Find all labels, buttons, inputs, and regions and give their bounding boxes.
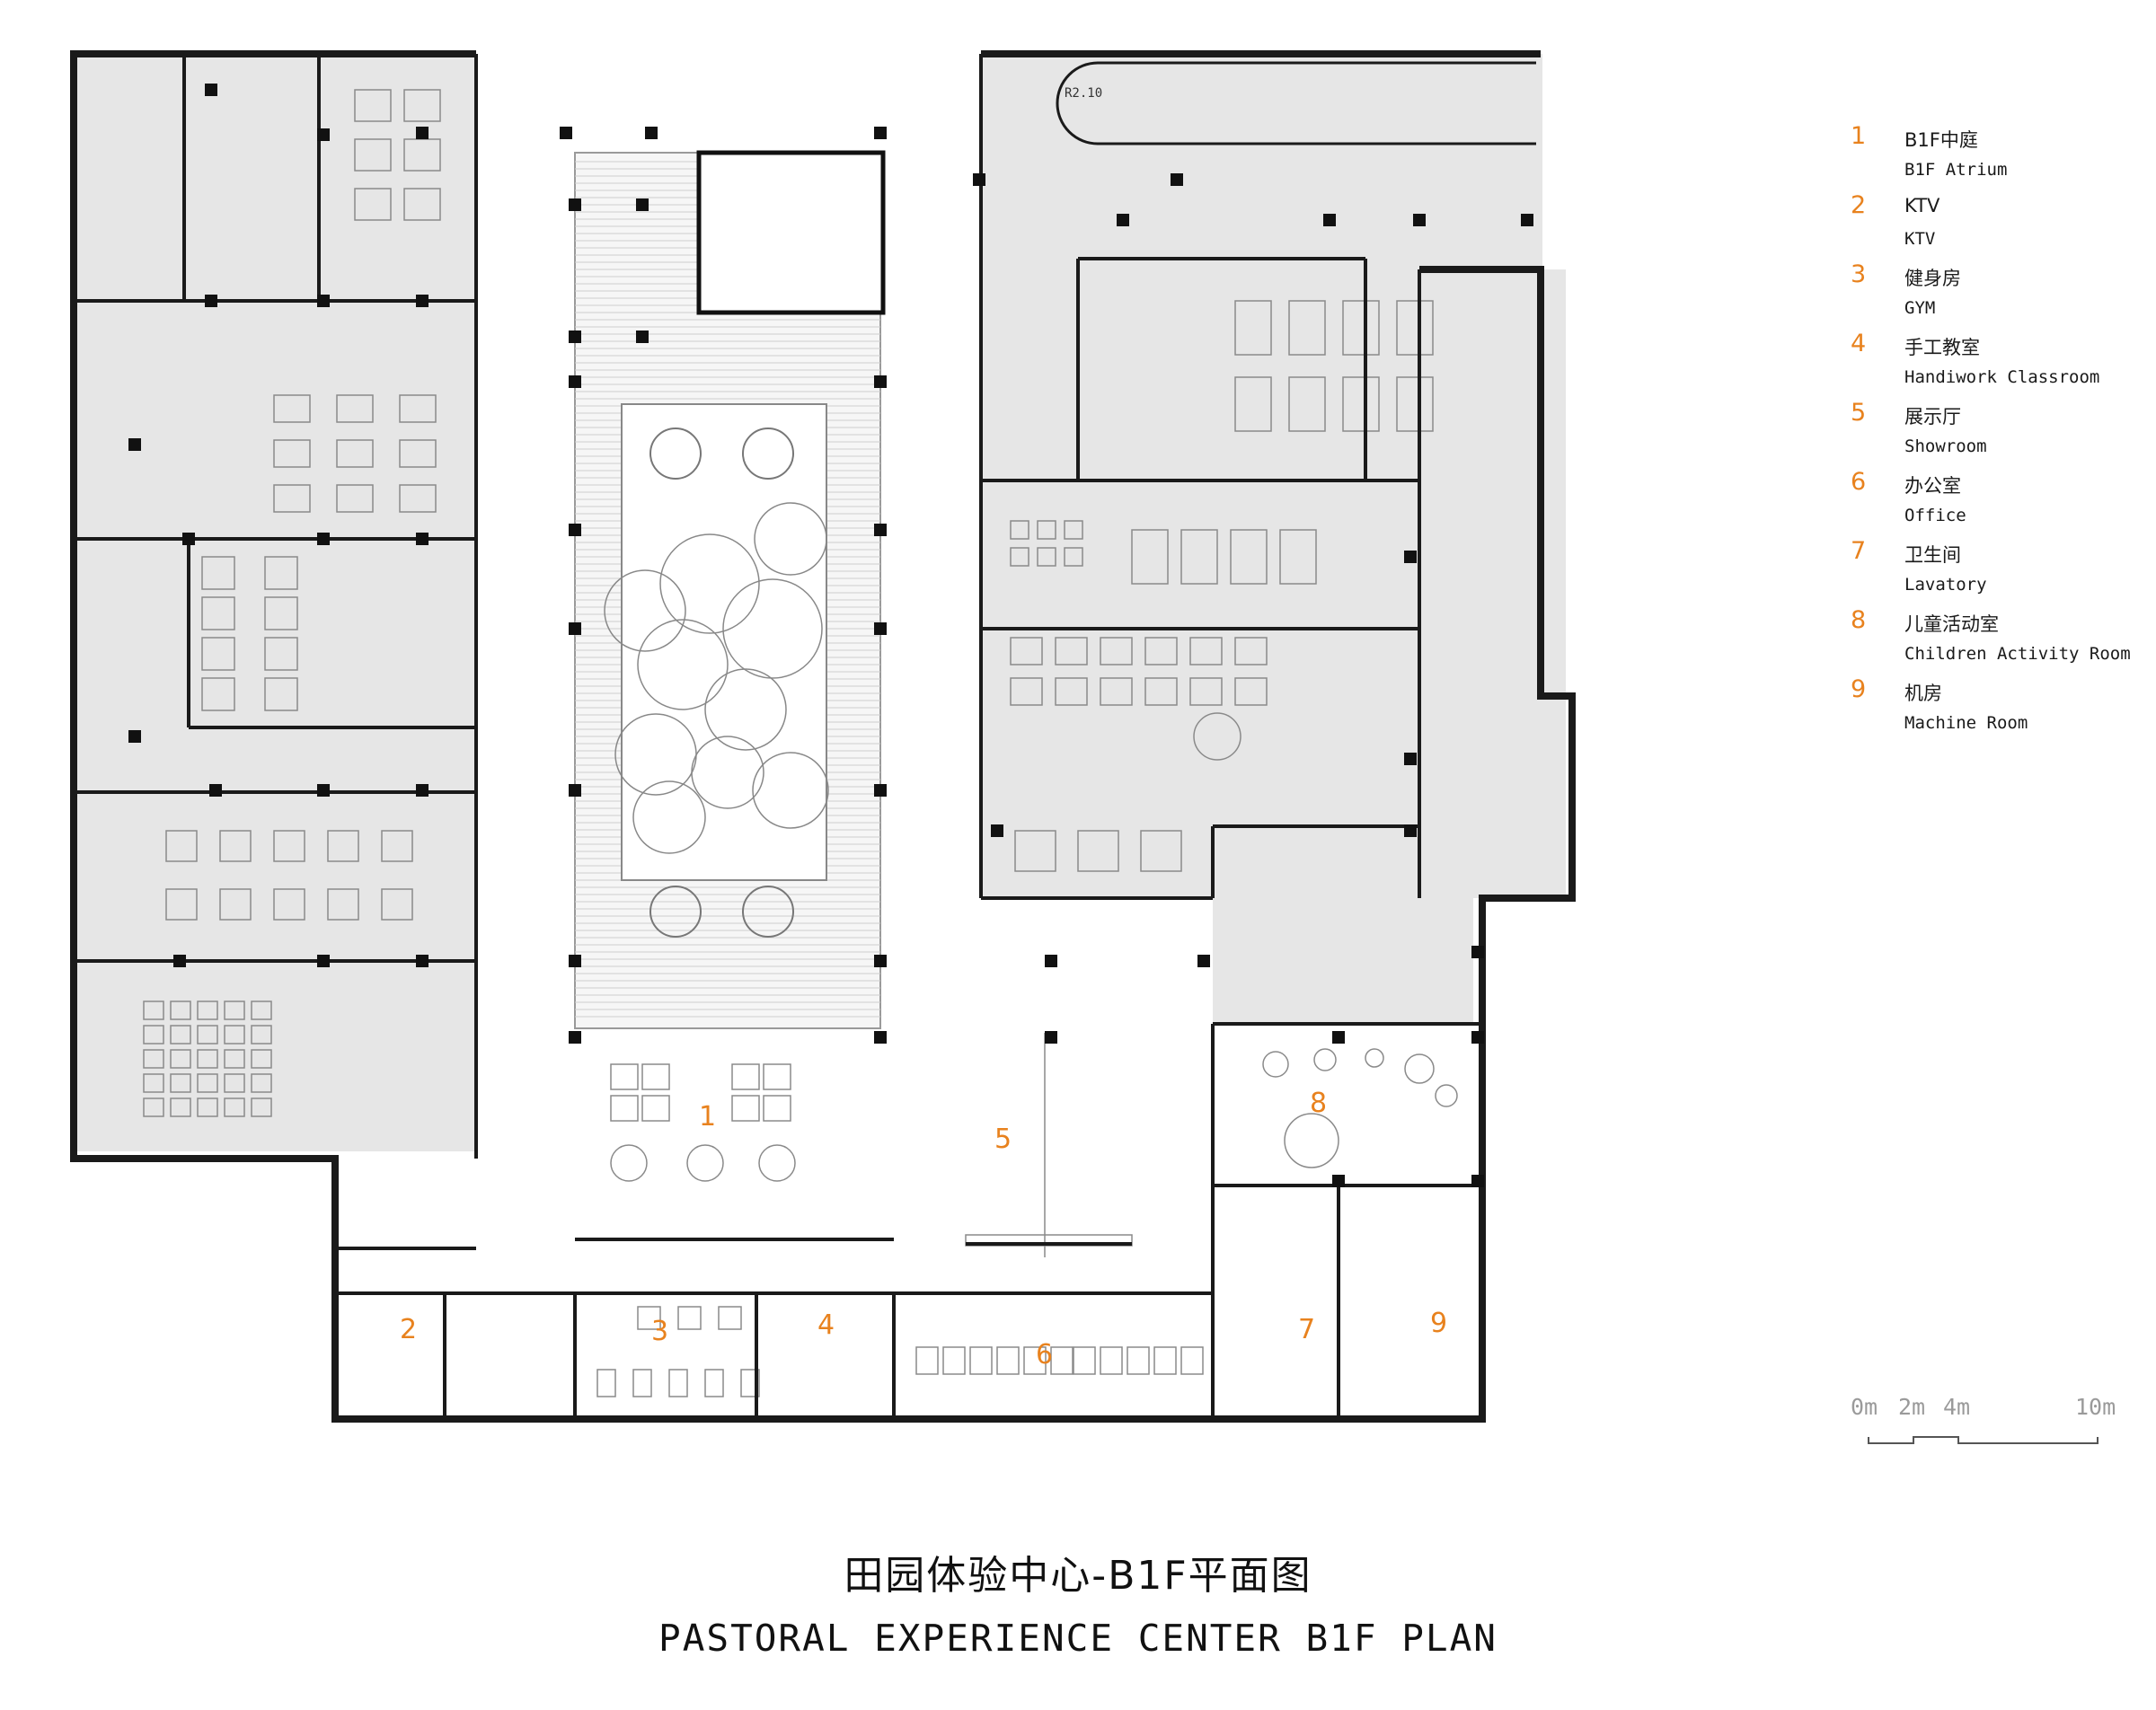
legend-item: 1 B1F中庭 B1F Atrium <box>1851 122 2138 191</box>
legend-label-zh: 展示厅 <box>1904 406 1961 428</box>
legend-label-en: KTV <box>1904 229 1936 249</box>
legend-number: 5 <box>1851 399 1867 427</box>
legend-label-en: Machine Room <box>1904 713 2028 733</box>
room-number-6: 6 <box>1036 1339 1053 1371</box>
legend-label-zh: 健身房 <box>1904 268 1961 289</box>
legend-label-en: Office <box>1904 506 1966 525</box>
legend-label-en: B1F Atrium <box>1904 160 2008 180</box>
legend-label-en: GYM <box>1904 298 1936 318</box>
structural-columns <box>128 84 1533 1187</box>
legend-label-en: Handiwork Classroom <box>1904 367 2100 387</box>
legend-label-zh: 卫生间 <box>1904 544 1961 566</box>
room-number-3: 3 <box>651 1316 668 1347</box>
room-number-9: 9 <box>1430 1308 1447 1339</box>
room-number-7: 7 <box>1298 1314 1315 1345</box>
radius-curve <box>1056 61 1536 145</box>
legend-label-zh: KTV <box>1904 195 1940 216</box>
atrium-deck <box>574 150 886 1029</box>
exterior-walls <box>70 50 1576 1423</box>
legend-label-zh: 办公室 <box>1904 475 1961 497</box>
interior-walls <box>76 54 1482 1419</box>
plan-title-zh: 田园体验中心-B1F平面图 <box>844 1553 1312 1599</box>
legend-item: 5 展示厅 Showroom <box>1851 399 2138 468</box>
legend-number: 4 <box>1851 330 1867 357</box>
scale-label-4m: 4m <box>1943 1394 1971 1420</box>
legend: 1 B1F中庭 B1F Atrium 2 KTV KTV 3 健身房 GYM 4… <box>1851 122 2138 745</box>
legend-number: 9 <box>1851 675 1867 703</box>
room-number-5: 5 <box>994 1124 1012 1155</box>
legend-item: 4 手工教室 Handiwork Classroom <box>1851 330 2138 399</box>
room-number-2: 2 <box>400 1314 417 1345</box>
legend-number: 8 <box>1851 606 1867 634</box>
legend-number: 3 <box>1851 260 1867 288</box>
legend-label-en: Showroom <box>1904 436 1987 456</box>
legend-item: 9 机房 Machine Room <box>1851 675 2138 745</box>
legend-label-en: Children Activity Room <box>1904 644 2131 664</box>
legend-number: 6 <box>1851 468 1867 496</box>
garden <box>604 502 829 854</box>
legend-item: 8 儿童活动室 Children Activity Room <box>1851 606 2138 675</box>
scale-label-0m: 0m <box>1851 1394 1878 1420</box>
legend-label-en: Lavatory <box>1904 575 1987 595</box>
legend-number: 7 <box>1851 537 1867 565</box>
room-number-labels: 1 2 3 4 5 6 7 8 9 <box>400 1088 1447 1371</box>
scale-bar <box>1868 1436 2099 1444</box>
legend-item: 2 KTV KTV <box>1851 191 2138 260</box>
furniture <box>143 89 1458 1397</box>
room-number-8: 8 <box>1310 1088 1327 1119</box>
room-number-1: 1 <box>699 1101 716 1133</box>
plan-title-en: PASTORAL EXPERIENCE CENTER B1F PLAN <box>658 1617 1498 1660</box>
room-number-4: 4 <box>817 1309 835 1341</box>
legend-label-zh: 儿童活动室 <box>1904 613 1999 635</box>
legend-label-zh: 手工教室 <box>1904 337 1980 358</box>
legend-label-zh: 机房 <box>1904 683 1942 704</box>
legend-item: 7 卫生间 Lavatory <box>1851 537 2138 606</box>
legend-item: 3 健身房 GYM <box>1851 260 2138 330</box>
legend-number: 1 <box>1851 122 1867 150</box>
scale-label-2m: 2m <box>1898 1394 1926 1420</box>
legend-label-zh: B1F中庭 <box>1904 129 1978 151</box>
umbrella-tables <box>649 428 794 938</box>
radius-label: R2.10 <box>1065 86 1102 101</box>
legend-item: 6 办公室 Office <box>1851 468 2138 537</box>
legend-number: 2 <box>1851 191 1867 219</box>
scale-label-10m: 10m <box>2075 1394 2116 1420</box>
